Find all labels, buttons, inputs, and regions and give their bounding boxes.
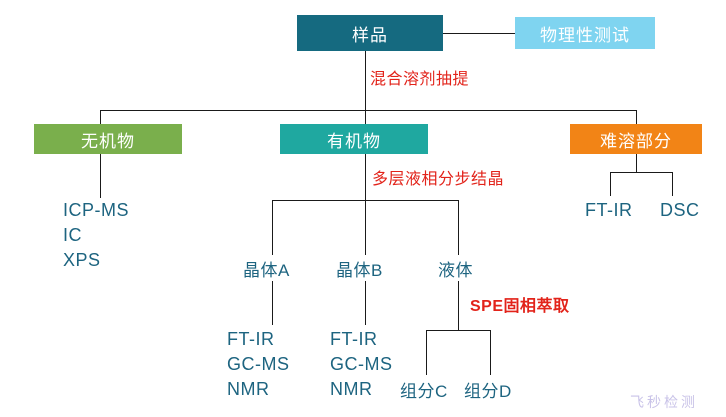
connector-drop-liquid <box>458 200 459 255</box>
connector-drop-component-d <box>490 330 491 375</box>
leaf-crystal-b-methods: FT-IR GC-MS NMR <box>330 329 393 399</box>
watermark-text: 飞秒检测 <box>630 394 698 410</box>
connector-liquid-stem <box>458 281 459 330</box>
node-physical-test-label: 物理性测试 <box>540 25 630 45</box>
node-physical-test[interactable]: 物理性测试 <box>515 17 655 49</box>
connector-crystal-b-to-methods <box>365 281 366 325</box>
connector-sample-to-physical-test <box>443 33 515 34</box>
leaf-insoluble-dsc: DSC <box>660 200 700 220</box>
node-inorganic-label: 无机物 <box>81 131 135 151</box>
node-insoluble-label: 难溶部分 <box>600 131 672 151</box>
connector-drop-component-c <box>426 330 427 375</box>
connector-insoluble-bus <box>610 172 672 173</box>
node-sample-label: 样品 <box>352 25 388 45</box>
connector-sample-stem <box>365 51 366 110</box>
connector-drop-crystal-a <box>272 200 273 255</box>
connector-drop-insoluble-dsc <box>672 172 673 196</box>
process-label-mixed-solvent-extraction: 混合溶剂抽提 <box>370 71 470 88</box>
connector-drop-crystal-b <box>365 200 366 255</box>
leaf-crystal-a-methods: FT-IR GC-MS NMR <box>227 329 290 399</box>
leaf-inorganic-methods: ICP-MS IC XPS <box>63 200 129 270</box>
connector-insoluble-stem <box>636 154 637 172</box>
connector-drop-inorganic <box>100 110 101 124</box>
node-liquid[interactable]: 液体 <box>438 261 473 280</box>
node-crystal-b[interactable]: 晶体B <box>336 261 383 280</box>
process-label-spe-extraction: SPE固相萃取 <box>470 298 570 315</box>
node-crystal-a[interactable]: 晶体A <box>243 261 290 280</box>
node-inorganic[interactable]: 无机物 <box>34 124 182 154</box>
connector-spe-bus <box>426 330 490 331</box>
node-component-c[interactable]: 组分C <box>400 382 448 401</box>
connector-level2-bus <box>100 110 637 111</box>
connector-drop-insoluble <box>636 110 637 124</box>
node-insoluble[interactable]: 难溶部分 <box>570 124 702 154</box>
node-sample[interactable]: 样品 <box>297 15 443 51</box>
connector-drop-insoluble-ftir <box>610 172 611 196</box>
node-organic-label: 有机物 <box>327 131 381 151</box>
node-component-d[interactable]: 组分D <box>464 382 512 401</box>
connector-drop-organic <box>365 110 366 124</box>
connector-inorganic-to-methods <box>100 154 101 198</box>
connector-crystal-a-to-methods <box>272 281 273 325</box>
process-label-multilayer-crystallization: 多层液相分步结晶 <box>372 171 505 188</box>
connector-organic-stem <box>365 154 366 200</box>
leaf-insoluble-ftir: FT-IR <box>585 200 633 220</box>
node-organic[interactable]: 有机物 <box>280 124 428 154</box>
